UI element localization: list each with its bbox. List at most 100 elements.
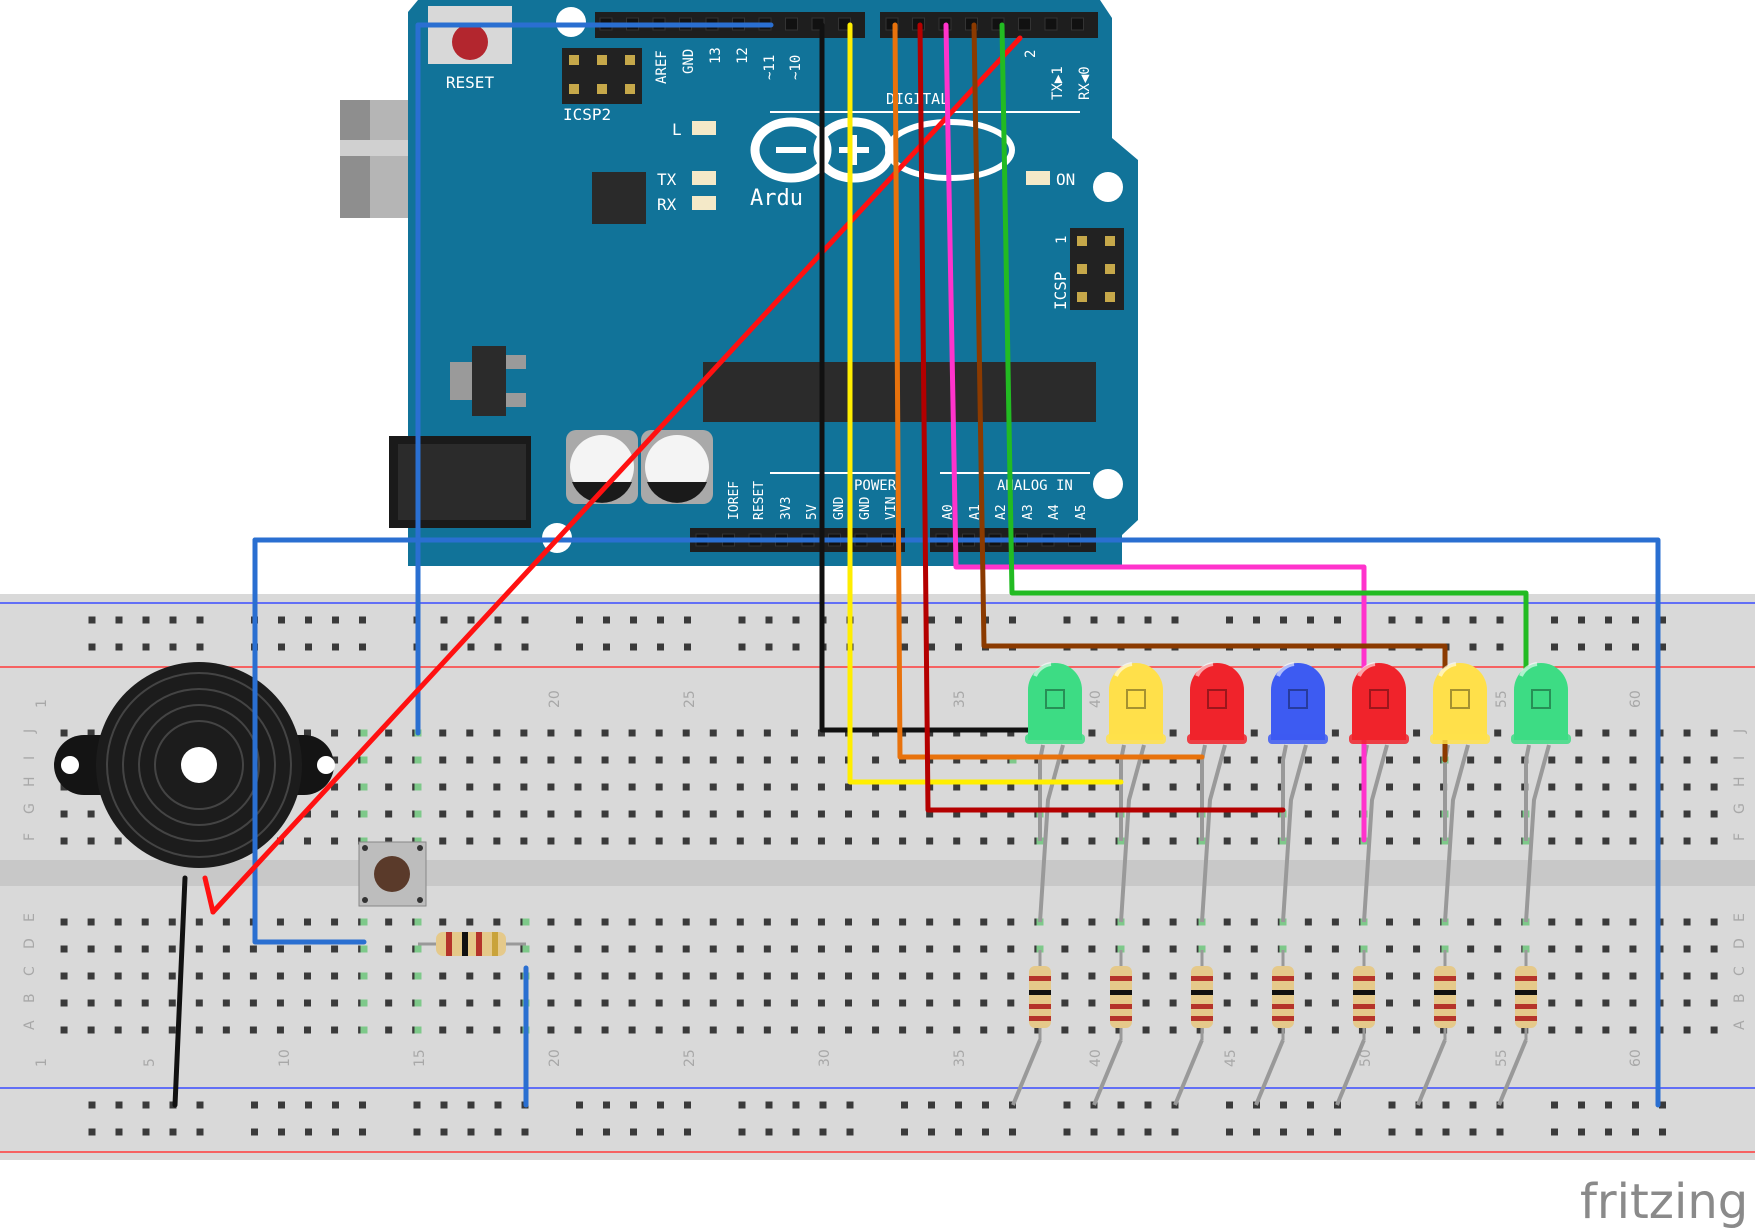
breadboard-hole: [1548, 783, 1556, 791]
breadboard-hole: [60, 810, 68, 818]
breadboard-hole: [114, 999, 122, 1007]
breadboard-hole: [87, 1026, 95, 1034]
column-number: 55: [1494, 1049, 1510, 1067]
row-letter: A: [1732, 1020, 1748, 1030]
breadboard-hole: [1548, 810, 1556, 818]
rail-hole: [1334, 616, 1341, 624]
connected-hole: [414, 945, 422, 953]
pin-label: GND: [681, 49, 697, 74]
breadboard-hole: [1494, 810, 1502, 818]
resistor: [1434, 966, 1456, 1028]
breadboard-hole: [1683, 783, 1691, 791]
row-letter: J: [1732, 729, 1748, 734]
breadboard-hole: [1088, 972, 1096, 980]
breadboard-hole: [276, 945, 284, 953]
row-letter: E: [1732, 913, 1748, 922]
breadboard-hole: [601, 1026, 609, 1034]
breadboard-hole: [141, 972, 149, 980]
wire-black-buzzer: [172, 875, 188, 1108]
row-letter: B: [22, 993, 38, 1003]
breadboard-hole: [872, 783, 880, 791]
breadboard-hole: [1169, 945, 1177, 953]
breadboard-hole: [574, 1026, 582, 1034]
mounting-hole: [1093, 172, 1123, 202]
breadboard-hole: [1494, 783, 1502, 791]
breadboard-hole: [601, 999, 609, 1007]
rail-hole: [1171, 616, 1179, 624]
breadboard-hole: [1602, 1026, 1610, 1034]
breadboard-hole: [1007, 999, 1015, 1007]
breadboard-hole: [1142, 837, 1150, 845]
breadboard-hole: [87, 945, 95, 953]
rail-hole: [305, 1101, 312, 1109]
rail-hole: [115, 616, 123, 624]
rail-hole: [657, 1128, 664, 1136]
led-highlight: [1438, 662, 1457, 677]
breadboard-hole: [249, 1026, 257, 1034]
breadboard-hole: [1331, 729, 1339, 737]
rail-hole: [359, 1128, 366, 1136]
breadboard-hole: [1548, 756, 1556, 764]
breadboard-hole: [1061, 945, 1069, 953]
rail-hole: [982, 1101, 989, 1109]
breadboard-hole: [493, 1026, 501, 1034]
row-letter: D: [22, 938, 38, 949]
breadboard-hole: [709, 783, 717, 791]
connected-hole: [360, 945, 368, 953]
resistor-body: [1434, 966, 1456, 1028]
breadboard-hole: [276, 999, 284, 1007]
rail-hole: [1605, 1101, 1612, 1109]
led-body: [1109, 663, 1163, 740]
breadboard-hole: [574, 783, 582, 791]
row-letter: G: [22, 803, 38, 814]
row-letter: I: [1732, 756, 1748, 760]
breadboard-hole: [493, 918, 501, 926]
breadboard-hole: [1007, 1026, 1015, 1034]
column-number: 25: [682, 690, 698, 708]
rail-hole: [955, 1101, 962, 1109]
connected-hole: [522, 918, 530, 926]
wire-red-short: [202, 875, 216, 915]
column-number: 35: [952, 690, 968, 708]
breadboard-hole: [1413, 972, 1421, 980]
pin-label: VIN: [884, 497, 899, 520]
led-rim: [1268, 734, 1328, 744]
breadboard-hole: [817, 810, 825, 818]
breadboard-hole: [926, 918, 934, 926]
rail-hole: [278, 1101, 285, 1109]
breadboard-hole: [790, 783, 798, 791]
rail-hole: [576, 1128, 583, 1136]
breadboard-hole: [817, 783, 825, 791]
breadboard-hole: [114, 837, 122, 845]
connected-hole: [1279, 945, 1287, 953]
breadboard-hole: [709, 756, 717, 764]
breadboard-hole: [1304, 783, 1312, 791]
breadboard-hole: [222, 918, 230, 926]
breadboard-hole: [845, 945, 852, 953]
analog-label: ANALOG IN: [997, 478, 1073, 494]
breadboard-hole: [1007, 810, 1015, 818]
breadboard-hole: [1548, 918, 1556, 926]
breadboard-hole: [1629, 1026, 1637, 1034]
breadboard-hole: [1088, 783, 1096, 791]
rail-hole: [115, 1101, 123, 1109]
breadboard-hole: [1250, 999, 1258, 1007]
breadboard-hole: [1683, 837, 1691, 845]
breadboard-hole: [520, 729, 528, 737]
breadboard-hole: [1629, 783, 1637, 791]
led-highlight: [1276, 662, 1295, 677]
breadboard-hole: [331, 1026, 339, 1034]
rail-hole: [1226, 616, 1233, 624]
breadboard-hole: [1250, 918, 1258, 926]
resistor-band: [1191, 1004, 1213, 1009]
push-button[interactable]: [358, 841, 427, 907]
breadboard-hole: [1386, 918, 1393, 926]
breadboard-hole: [655, 810, 663, 818]
rail-hole: [1171, 1128, 1179, 1136]
resistor-band: [1515, 990, 1537, 995]
wire-blue-gnd-rail: [252, 537, 1661, 1108]
reset-button-cap[interactable]: [452, 24, 488, 60]
breadboard-hole: [872, 999, 880, 1007]
breadboard-hole: [790, 972, 798, 980]
breadboard-hole: [1007, 783, 1015, 791]
